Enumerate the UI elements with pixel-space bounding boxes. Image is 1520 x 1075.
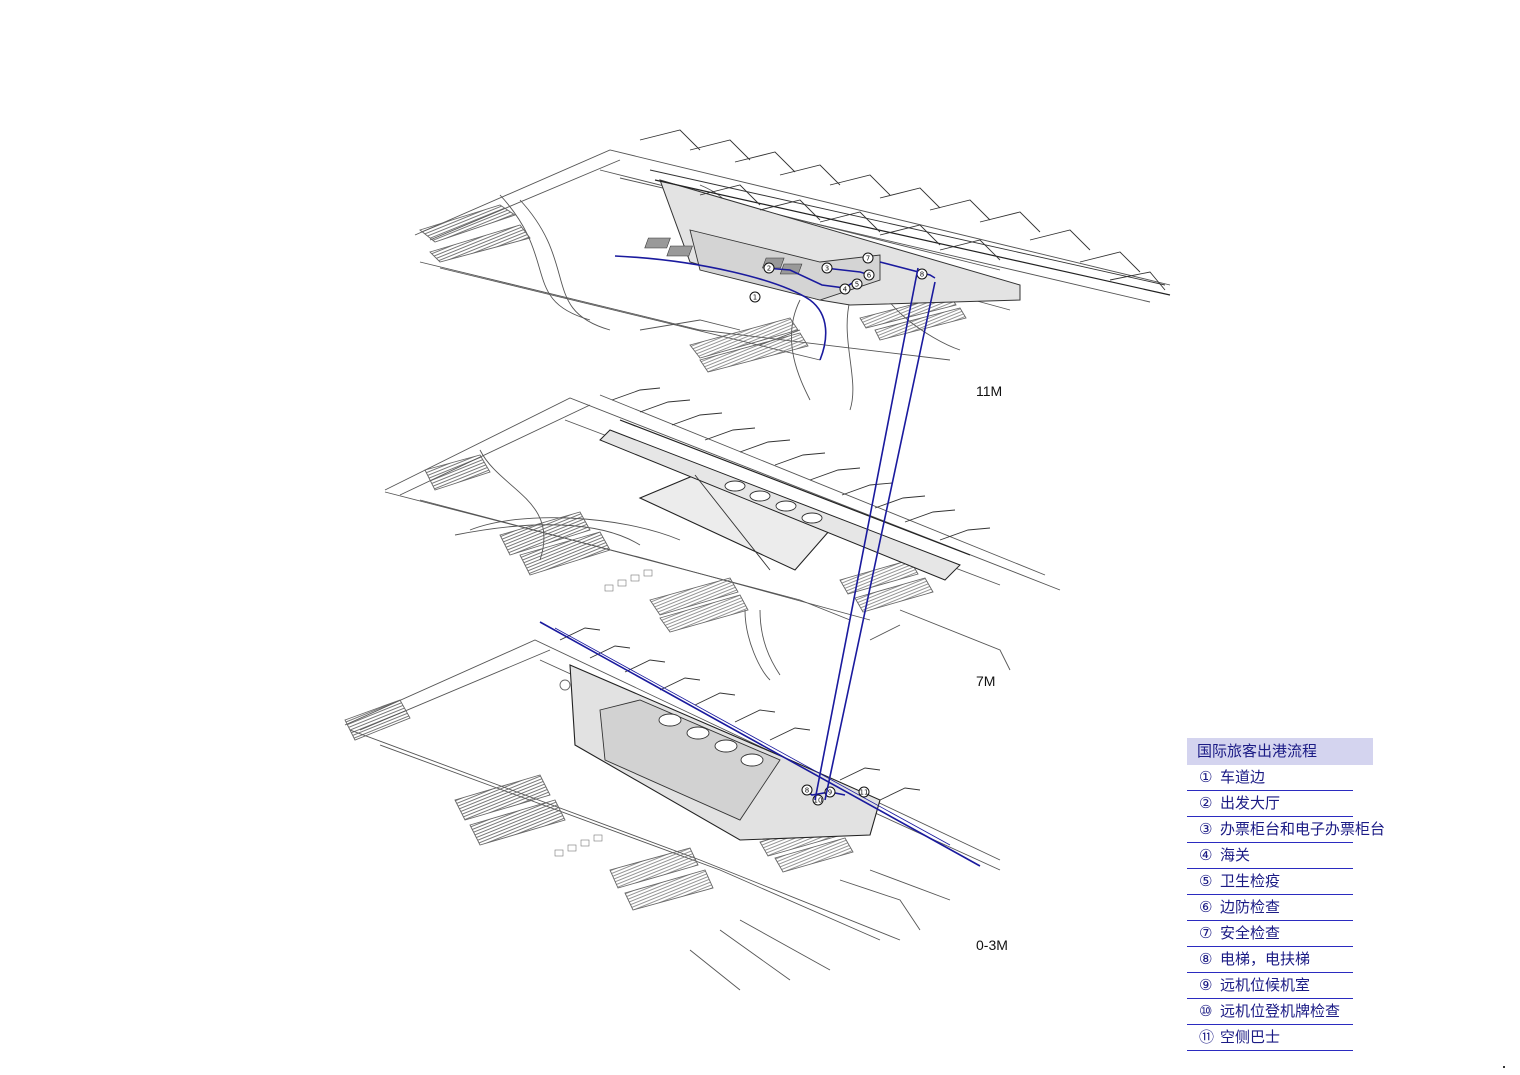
legend-item-number: ⑩	[1199, 1002, 1213, 1020]
vertical-connector	[814, 267, 936, 801]
step-marker-label: 5	[855, 281, 859, 289]
legend-title: 国际旅客出港流程	[1187, 738, 1373, 765]
legend-item: ⑨ 远机位候机室	[1187, 973, 1353, 999]
step-marker-label: 9	[828, 789, 832, 797]
legend-item-number: ⑨	[1199, 976, 1213, 994]
legend-item: ④ 海关	[1187, 843, 1353, 869]
step-marker-label: 11	[860, 789, 869, 797]
legend-item-label: 出发大厅	[1220, 794, 1281, 812]
legend-list: ① 车道边 ② 出发大厅 ③ 办票柜台和电子办票柜台 ④ 海关 ⑤ 卫生检疫 ⑥ 边防检查 ⑦ 安全检查 ⑧…	[1187, 765, 1385, 1051]
level-11m-plan	[414, 129, 1171, 411]
level-label-7m: 7M	[976, 673, 996, 689]
legend-item-number: ⑧	[1199, 950, 1213, 968]
legend-item-label: 边防检查	[1220, 898, 1281, 916]
legend-item-number: ②	[1199, 794, 1213, 812]
step-marker-label: 10	[814, 797, 823, 805]
legend-item: ⑦ 安全检查	[1187, 921, 1353, 947]
corner-dot	[1503, 1066, 1505, 1068]
legend-item-number: ⑦	[1199, 924, 1213, 942]
legend-item-number: ⑤	[1199, 872, 1213, 890]
step-marker-label: 1	[753, 294, 757, 302]
legend-item: ⑧ 电梯，电扶梯	[1187, 947, 1353, 973]
step-marker-label: 7	[866, 255, 870, 263]
legend-item: ② 出发大厅	[1187, 791, 1353, 817]
legend-item: ③ 办票柜台和电子办票柜台	[1187, 817, 1385, 843]
upper-step-markers: 1 2 3 4 5 6 7 8	[749, 252, 928, 303]
legend-item-number: ⑥	[1199, 898, 1213, 916]
step-marker-label: 6	[867, 272, 872, 280]
legend-item-label: 远机位登机牌检查	[1220, 1002, 1341, 1020]
level-label-0-3m: 0-3M	[976, 937, 1008, 953]
legend-item-label: 空侧巴士	[1220, 1028, 1281, 1046]
legend-item-label: 海关	[1220, 846, 1251, 864]
step-marker-label: 8	[920, 271, 924, 279]
legend-item: ⑤ 卫生检疫	[1187, 869, 1353, 895]
legend-item-number: ③	[1199, 820, 1213, 838]
legend-item: ⑩ 远机位登机牌检查	[1187, 999, 1353, 1025]
legend-item-label: 车道边	[1220, 768, 1266, 786]
level-7m-plan	[384, 387, 1061, 681]
step-marker-label: 4	[843, 286, 848, 294]
legend-item-label: 卫生检疫	[1220, 872, 1281, 890]
step-marker-label: 3	[825, 265, 829, 273]
legend-item: ⑥ 边防检查	[1187, 895, 1353, 921]
legend-item: ⑪ 空侧巴士	[1187, 1025, 1353, 1051]
legend-item-number: ⑪	[1199, 1028, 1215, 1046]
legend-item-label: 电梯，电扶梯	[1220, 950, 1311, 968]
step-marker-label: 8	[805, 787, 809, 795]
legend-item-number: ①	[1199, 768, 1213, 786]
legend-item-label: 安全检查	[1220, 924, 1281, 942]
level-label-11m: 11M	[976, 383, 1003, 399]
legend-item-label: 办票柜台和电子办票柜台	[1220, 820, 1386, 838]
legend-item-number: ④	[1199, 846, 1213, 864]
legend-item-label: 远机位候机室	[1220, 976, 1311, 994]
step-marker-label: 2	[767, 265, 771, 273]
legend-item: ① 车道边	[1187, 765, 1353, 791]
level-0-3m-plan	[344, 627, 1001, 991]
